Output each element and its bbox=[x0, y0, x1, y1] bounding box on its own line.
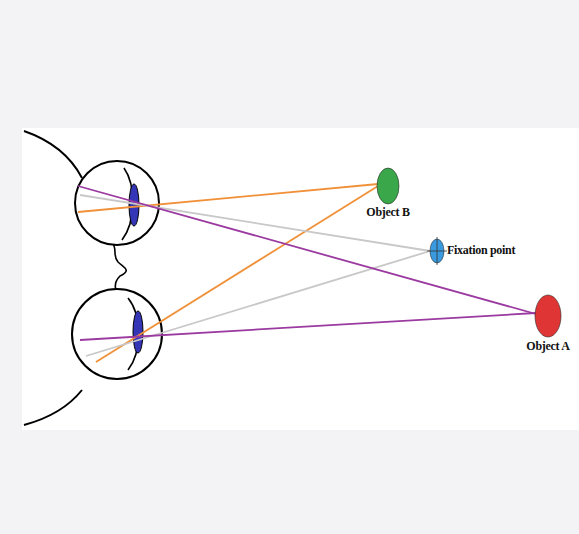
sight-line bbox=[80, 195, 430, 251]
sight-line bbox=[86, 251, 430, 356]
crosshair bbox=[437, 237, 438, 265]
head-outline bbox=[24, 131, 82, 178]
object-marker: Fixation point bbox=[428, 238, 538, 264]
lower-eye bbox=[72, 289, 162, 379]
object-label: Fixation point bbox=[447, 243, 537, 257]
upper-eye bbox=[75, 161, 159, 245]
object-label: Object B bbox=[356, 205, 420, 219]
object-marker: Object A bbox=[516, 294, 579, 356]
sight-line bbox=[78, 186, 536, 314]
object-marker: Object B bbox=[356, 166, 420, 226]
sight-line bbox=[96, 186, 378, 362]
nose-outline bbox=[112, 242, 126, 290]
object-dot bbox=[535, 295, 561, 337]
object-dot bbox=[377, 168, 399, 204]
object-label: Object A bbox=[516, 339, 579, 353]
sight-line bbox=[80, 313, 536, 340]
head-outline bbox=[24, 390, 82, 425]
panel-background bbox=[22, 128, 579, 430]
lower-cornea bbox=[133, 311, 143, 353]
